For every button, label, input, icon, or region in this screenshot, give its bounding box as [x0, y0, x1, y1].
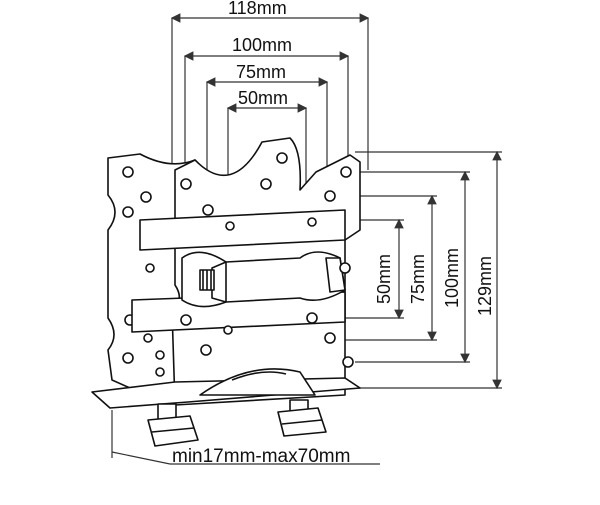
upper-rail — [139, 209, 346, 251]
dimension-label-100-vertical: 100mm — [442, 248, 462, 308]
dimension-label-75-vertical: 75mm — [408, 254, 428, 304]
vertical-dimensions — [310, 150, 502, 390]
clamp-foot-left — [147, 403, 199, 447]
dimension-label-50: 50mm — [238, 88, 288, 108]
dimension-label-100: 100mm — [232, 35, 292, 55]
dimension-label-129-vertical: 129mm — [475, 256, 495, 316]
dimension-label-50-vertical: 50mm — [374, 254, 394, 304]
clamp-foot-right — [277, 399, 327, 437]
clamp-range-dimension — [111, 410, 380, 465]
front-plate-holes — [155, 152, 354, 368]
dimension-label-75: 75mm — [236, 62, 286, 82]
strap-screw — [199, 269, 215, 291]
dimension-label-118: 118mm — [228, 0, 287, 18]
clamp-range-label: min17mm-max70mm — [172, 446, 350, 467]
bracket-illustration — [91, 137, 361, 447]
